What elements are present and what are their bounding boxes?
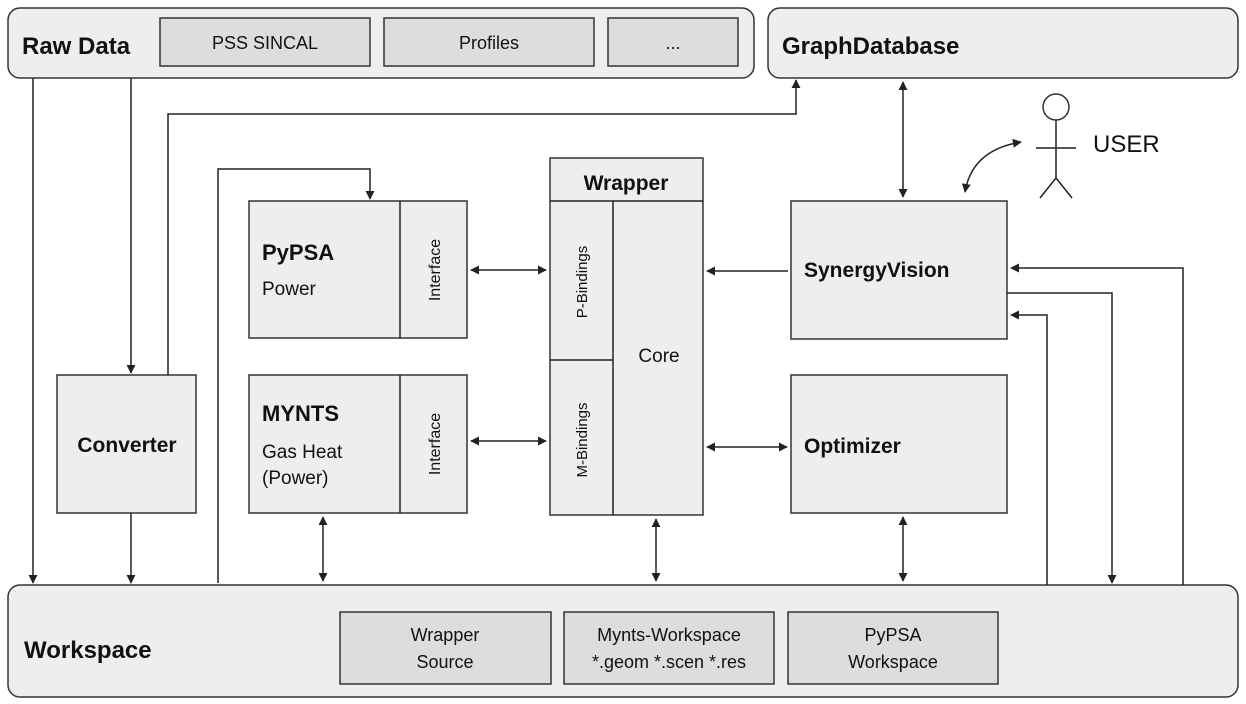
arrow-user-synergyvision: [961, 138, 1022, 193]
source-profiles: [383, 17, 595, 67]
workspace-title: Workspace: [24, 637, 152, 664]
workspace-mynts-line1: Mynts-Workspace: [597, 625, 741, 645]
pypsa-title: PyPSA: [262, 240, 334, 265]
arrow-workspace-to-synergyvision-outer: [1010, 263, 1184, 585]
wrapper-core-label: Core: [638, 346, 679, 367]
workspace-mynts-line2: *.geom *.scen *.res: [592, 652, 746, 672]
arrow-workspace-to-synergyvision-inner: [1010, 310, 1048, 585]
arrow-workspace-to-pypsa: [217, 168, 375, 583]
mynts-box: MYNTS Gas Heat (Power) Interface: [248, 374, 468, 514]
arrow-converter-to-graphdatabase: [167, 79, 801, 375]
graph-database-panel: GraphDatabase: [767, 7, 1239, 79]
converter-title: Converter: [77, 434, 176, 457]
optimizer-box: Optimizer: [790, 374, 1008, 514]
workspace-pypsa-line2: Workspace: [848, 652, 938, 672]
converter-box: Converter: [56, 374, 197, 514]
wrapper-box: Wrapper P-Bindings M-Bindings Core: [549, 157, 704, 516]
workspace-pypsa-line1: PyPSA: [864, 625, 921, 645]
connectors: [28, 78, 1184, 585]
mynts-title: MYNTS: [262, 401, 339, 426]
synergyvision-title: SynergyVision: [804, 259, 950, 282]
user-label: USER: [1093, 131, 1160, 158]
arrow-synergyvision-to-workspace: [1007, 292, 1117, 584]
optimizer-title: Optimizer: [804, 435, 901, 458]
wrapper-m-bindings-label: M-Bindings: [574, 402, 591, 477]
workspace-wrapper-source: [339, 611, 552, 685]
graph-database-title: GraphDatabase: [782, 33, 959, 60]
workspace-wrapper-source-line2: Source: [416, 652, 473, 672]
source-more-label: ...: [665, 33, 680, 53]
workspace-wrapper-source-line1: Wrapper: [411, 625, 480, 645]
user-actor: USER: [1036, 93, 1160, 199]
pypsa-box: PyPSA Power Interface: [248, 200, 468, 339]
pypsa-interface-label: Interface: [427, 239, 444, 301]
workspace-panel: Workspace Wrapper Source Mynts-Workspace…: [7, 584, 1239, 698]
mynts-subtitle-line2: (Power): [262, 468, 329, 489]
source-more: [607, 17, 739, 67]
user-icon: [1042, 93, 1070, 121]
raw-data-title: Raw Data: [22, 33, 131, 60]
mynts-subtitle-line1: Gas Heat: [262, 442, 343, 463]
synergyvision-box: SynergyVision: [790, 200, 1008, 340]
workspace-pypsa: [787, 611, 999, 685]
mynts-interface-label: Interface: [427, 413, 444, 475]
wrapper-p-bindings-label: P-Bindings: [574, 246, 591, 319]
raw-data-panel: Raw Data PSS SINCAL Profiles ...: [7, 7, 755, 79]
source-profiles-label: Profiles: [459, 33, 519, 53]
pypsa-subtitle: Power: [262, 279, 317, 300]
workspace-mynts: [563, 611, 775, 685]
source-pss-sincal: [159, 17, 371, 67]
wrapper-title: Wrapper: [584, 172, 669, 195]
source-pss-sincal-label: PSS SINCAL: [212, 33, 318, 53]
